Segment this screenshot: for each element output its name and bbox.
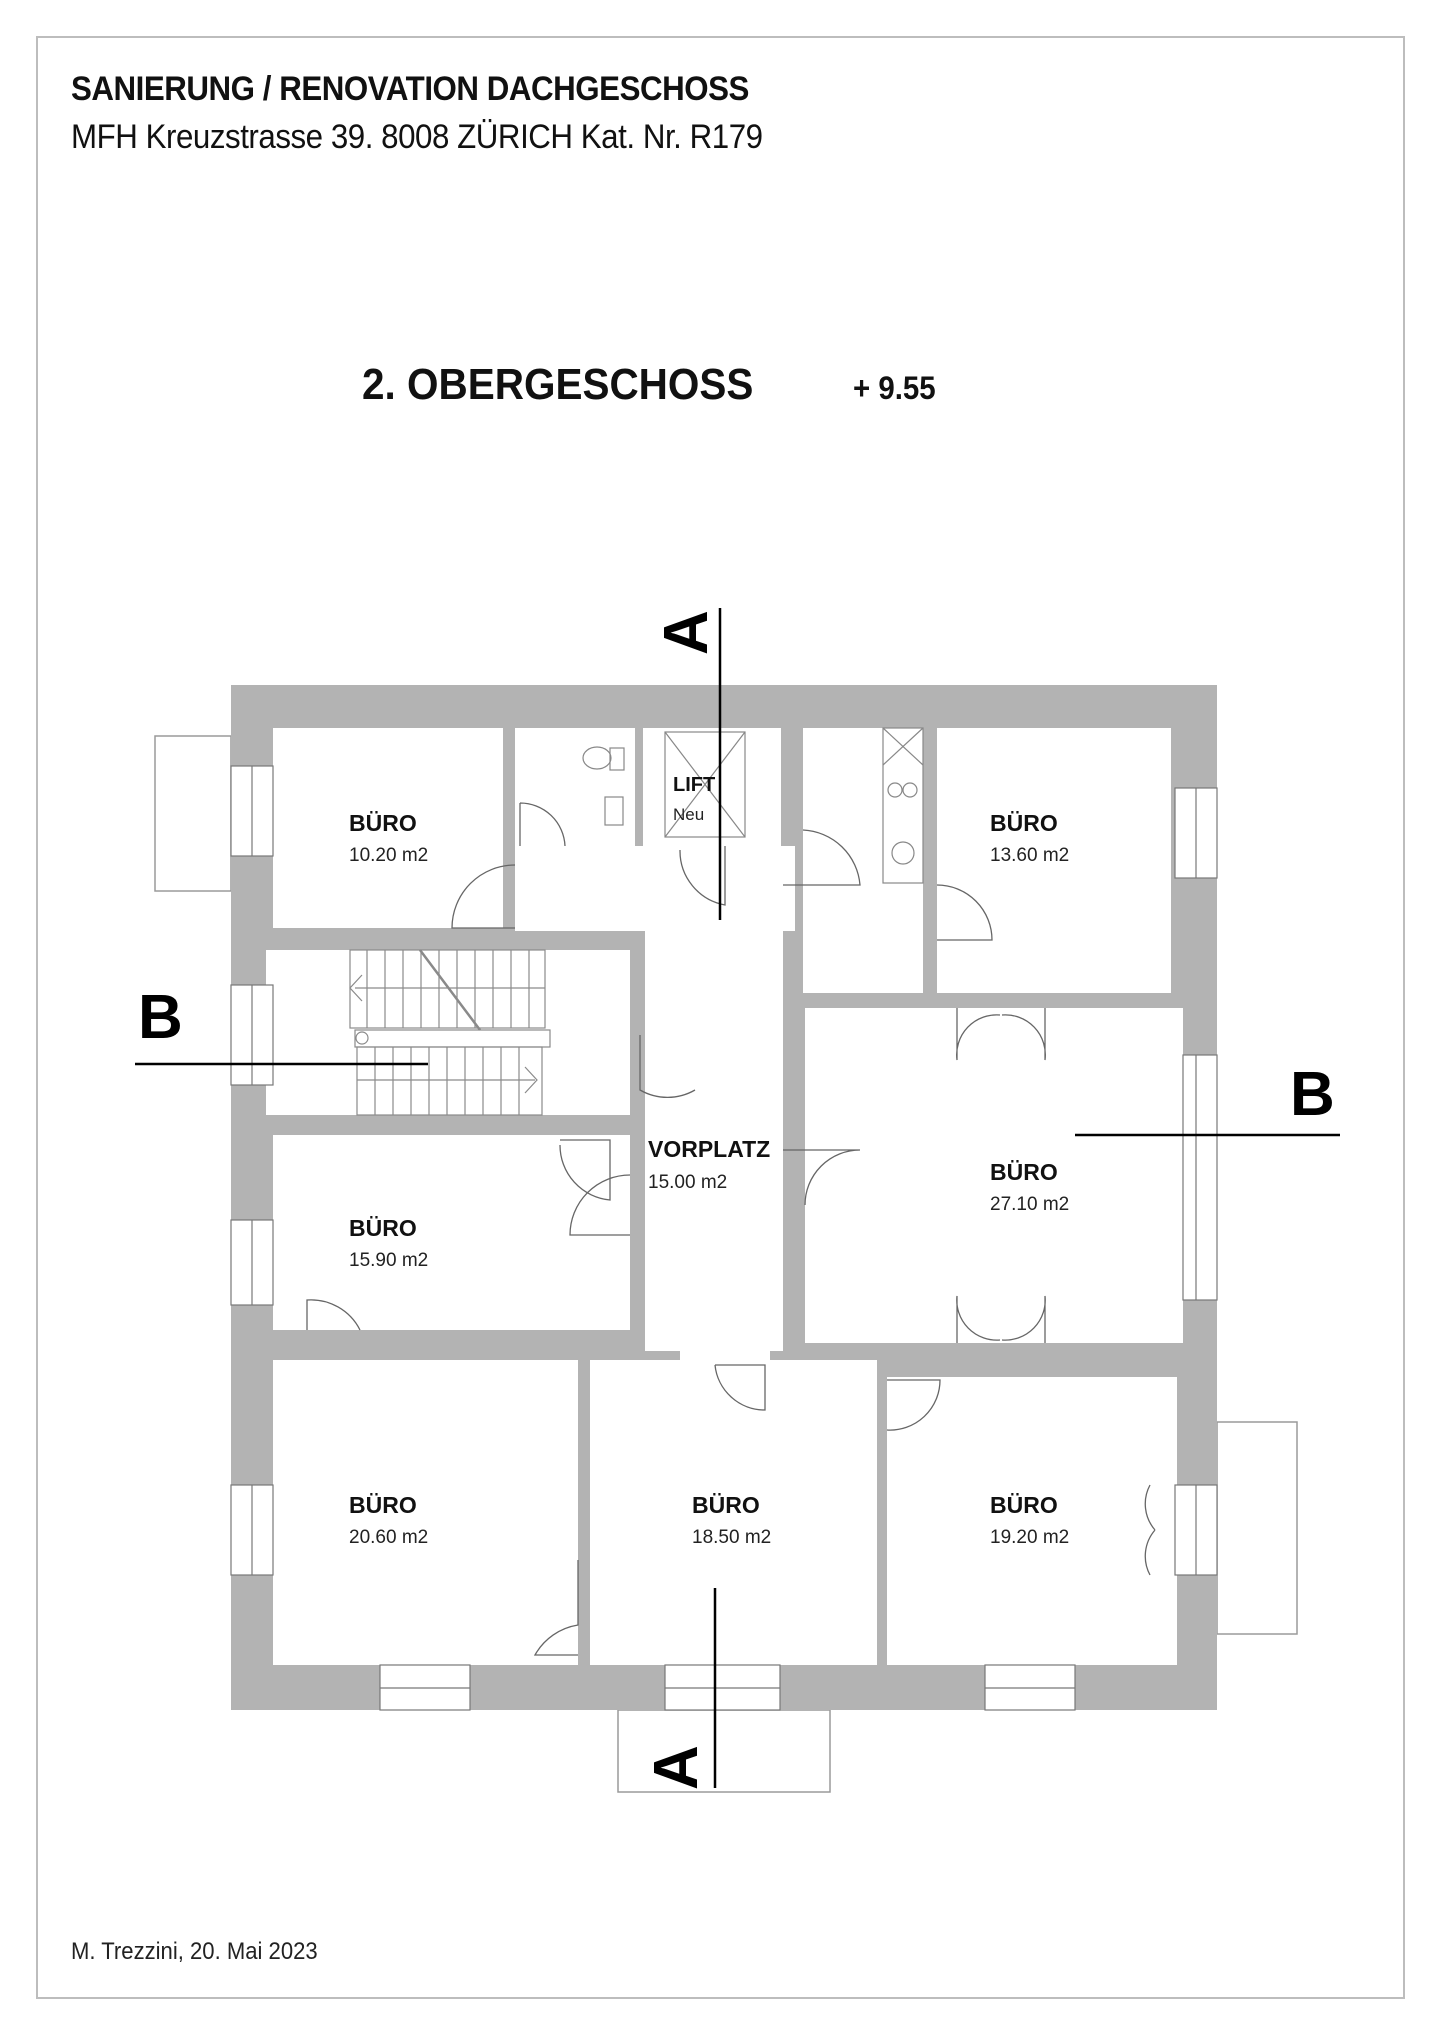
section-a-top-label: A bbox=[652, 610, 721, 655]
room-name: VORPLATZ bbox=[648, 1136, 770, 1162]
room-interiors bbox=[266, 728, 1183, 1665]
kitchen-unit bbox=[882, 727, 924, 884]
room-name: BÜRO bbox=[349, 1492, 417, 1518]
lift-label: LIFT bbox=[673, 774, 715, 796]
window-sills bbox=[251, 766, 1197, 1689]
section-lines bbox=[135, 608, 1340, 1788]
floor-level: + 9.55 bbox=[853, 370, 936, 406]
author-date: M. Trezzini, 20. Mai 2023 bbox=[71, 1938, 318, 1965]
room-area: 27.10 m2 bbox=[990, 1194, 1069, 1215]
room-name: BÜRO bbox=[990, 1159, 1058, 1185]
project-address: MFH Kreuzstrasse 39. 8008 ZÜRICH Kat. Nr… bbox=[71, 118, 763, 156]
lift-shaft bbox=[664, 731, 746, 838]
room-area: 15.00 m2 bbox=[648, 1172, 727, 1193]
page-frame bbox=[36, 36, 1405, 1999]
wc-fixtures bbox=[582, 746, 625, 826]
room-name: BÜRO bbox=[692, 1492, 760, 1518]
section-b-right-label: B bbox=[1290, 1060, 1335, 1129]
room-area: 10.20 m2 bbox=[349, 845, 428, 866]
room-name: BÜRO bbox=[349, 810, 417, 836]
room-area: 20.60 m2 bbox=[349, 1527, 428, 1548]
room-name: BÜRO bbox=[349, 1215, 417, 1241]
room-name: BÜRO bbox=[990, 1492, 1058, 1518]
room-area: 18.50 m2 bbox=[692, 1527, 771, 1548]
floor-title: 2. OBERGESCHOSS bbox=[362, 360, 754, 409]
section-a-bottom-label: A bbox=[642, 1745, 711, 1790]
staircase bbox=[349, 949, 551, 1116]
room-area: 15.90 m2 bbox=[349, 1250, 428, 1271]
room-area: 13.60 m2 bbox=[990, 845, 1069, 866]
section-b-left-label: B bbox=[138, 983, 183, 1052]
room-name: BÜRO bbox=[990, 810, 1058, 836]
project-title: SANIERUNG / RENOVATION DACHGESCHOSS bbox=[71, 70, 749, 108]
door-swings bbox=[306, 802, 1156, 1656]
room-labels: BÜRO 10.20 m2 BÜRO 13.60 m2 BÜRO 15.90 m… bbox=[349, 774, 1069, 1548]
room-area: 19.20 m2 bbox=[990, 1527, 1069, 1548]
lift-note: Neu bbox=[673, 805, 704, 824]
